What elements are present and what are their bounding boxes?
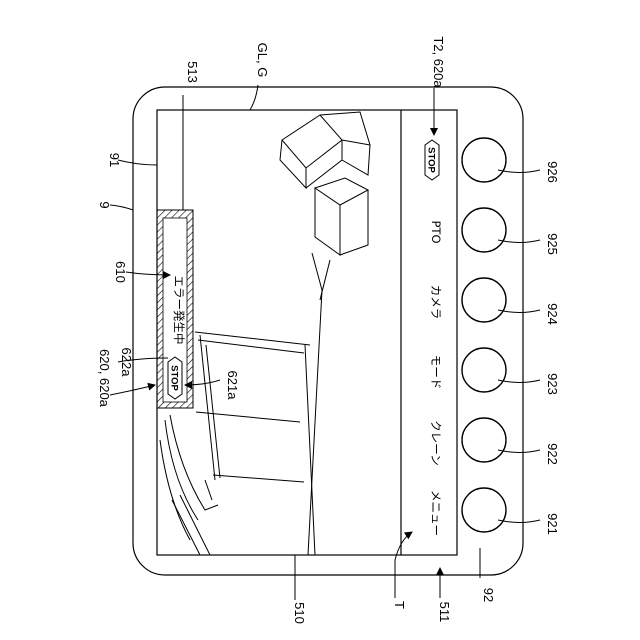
ref-91: 91 bbox=[107, 153, 122, 167]
ref-621a: 621a bbox=[225, 371, 240, 401]
stop-icon-panel: STOP bbox=[168, 357, 182, 399]
button-921[interactable] bbox=[462, 488, 506, 532]
ref-92: 92 bbox=[481, 588, 496, 602]
ref-924: 924 bbox=[545, 303, 560, 325]
ref-622a: 622a bbox=[119, 348, 134, 378]
button-926[interactable] bbox=[462, 138, 506, 182]
ref-923: 923 bbox=[545, 373, 560, 395]
menu-item-pto[interactable]: PTO bbox=[429, 220, 443, 243]
error-message: エラー発生中 bbox=[172, 276, 186, 345]
error-panel: エラー発生中 STOP bbox=[157, 210, 193, 408]
ref-510: 510 bbox=[292, 602, 307, 624]
ref-513: 513 bbox=[185, 61, 200, 83]
ref-t2-620a: T2, 620a bbox=[431, 36, 446, 88]
menu-item-camera[interactable]: カメラ bbox=[429, 285, 443, 320]
menu-item-mode[interactable]: モード bbox=[429, 355, 443, 390]
ref-t: T bbox=[392, 601, 407, 609]
ref-922: 922 bbox=[545, 443, 560, 465]
ref-925: 925 bbox=[545, 233, 560, 255]
button-923[interactable] bbox=[462, 348, 506, 392]
ref-gl-g: GL, G bbox=[255, 43, 270, 78]
button-925[interactable] bbox=[462, 208, 506, 252]
ref-511: 511 bbox=[437, 602, 452, 623]
operation-bar: STOP PTO カメラ モード クレーン メニュー bbox=[425, 140, 443, 536]
ref-921: 921 bbox=[545, 513, 560, 535]
stop-icon-bar: STOP bbox=[425, 140, 439, 180]
menu-item-crane[interactable]: クレーン bbox=[429, 420, 443, 465]
button-922[interactable] bbox=[462, 418, 506, 462]
ref-926: 926 bbox=[545, 161, 560, 183]
ref-620-620a: 620, 620a bbox=[97, 349, 112, 408]
menu-item-menu[interactable]: メニュー bbox=[429, 490, 443, 536]
stop-label-panel: STOP bbox=[169, 365, 180, 391]
button-924[interactable] bbox=[462, 278, 506, 322]
ref-610: 610 bbox=[113, 261, 128, 283]
stop-label-bar: STOP bbox=[426, 147, 437, 173]
ref-9: 9 bbox=[97, 201, 112, 208]
